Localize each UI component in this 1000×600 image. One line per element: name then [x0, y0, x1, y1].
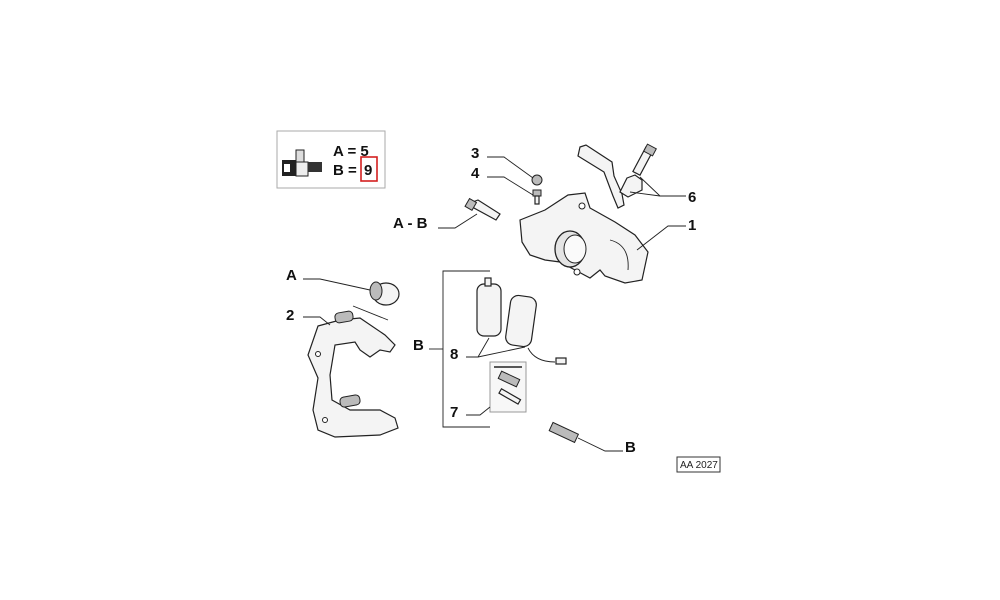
dust-boot-part [369, 281, 400, 306]
callout-6: 6 [688, 189, 696, 206]
callout-1: 1 [688, 217, 696, 234]
leader-lines [303, 156, 686, 452]
callout-a: A [286, 267, 297, 284]
highlight-box [360, 156, 378, 182]
callout-b-clip: B [625, 439, 636, 456]
pad-fitting-kit-part [489, 361, 527, 413]
guide-bolt-part [464, 197, 501, 221]
anti-rattle-clip-part [548, 421, 580, 444]
bleed-screw-part [532, 189, 542, 205]
caliper-carrier-part [307, 310, 399, 438]
callout-2: 2 [286, 307, 294, 324]
drawing-code: AA 2027 [680, 460, 718, 471]
callout-3: 3 [471, 145, 479, 162]
brake-hose-bracket-part [577, 144, 643, 209]
callout-8: 8 [450, 346, 458, 363]
bracket-bolt-part [632, 143, 657, 177]
brake-caliper-part [519, 192, 649, 284]
legend-b-quantity: 9 [364, 162, 372, 179]
kit-icon [282, 149, 322, 177]
legend-b-label: B = [333, 162, 357, 179]
callout-a-b: A - B [393, 215, 428, 232]
quantity-legend: A = 5 B = 9 [276, 130, 386, 189]
legend-a-quantity: A = 5 [333, 143, 369, 160]
callout-b-group: B [413, 337, 424, 354]
brake-pads-part [476, 277, 567, 365]
callout-4: 4 [471, 165, 480, 182]
bleed-cap-part [531, 174, 543, 186]
callout-7: 7 [450, 404, 458, 421]
drawing-code-box [676, 456, 721, 473]
